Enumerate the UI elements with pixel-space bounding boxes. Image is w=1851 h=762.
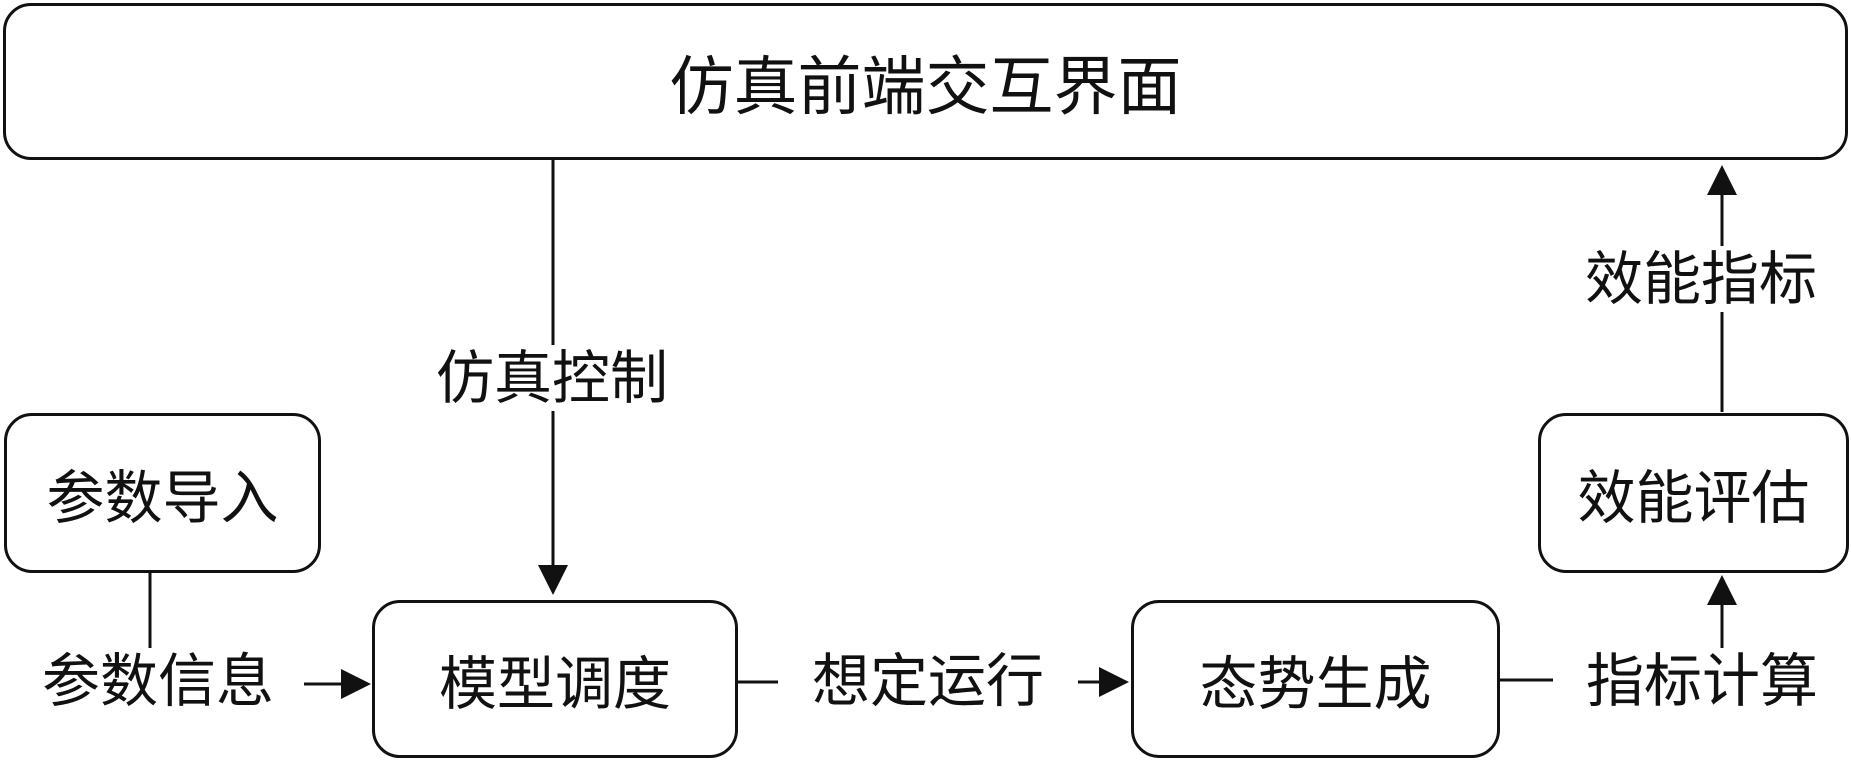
- efficiency-eval-box: 效能评估: [1538, 413, 1849, 573]
- frontend-ui-box: 仿真前端交互界面: [3, 3, 1848, 160]
- efficiency-index-label: 效能指标: [1552, 246, 1850, 312]
- situation-gen-label: 态势生成: [1199, 650, 1432, 718]
- sim-control-label: 仿真控制: [402, 345, 702, 411]
- frontend-ui-label: 仿真前端交互界面: [669, 50, 1182, 125]
- scenario-run-label: 想定运行: [778, 648, 1078, 714]
- param-import-box: 参数导入: [4, 413, 321, 573]
- model-dispatch-box: 模型调度: [372, 600, 738, 758]
- model-dispatch-label: 模型调度: [438, 650, 671, 718]
- param-import-label: 参数导入: [46, 464, 279, 532]
- index-calc-label: 指标计算: [1553, 648, 1851, 714]
- param-info-label: 参数信息: [12, 648, 304, 714]
- efficiency-eval-label: 效能评估: [1577, 464, 1810, 532]
- situation-gen-box: 态势生成: [1131, 600, 1500, 758]
